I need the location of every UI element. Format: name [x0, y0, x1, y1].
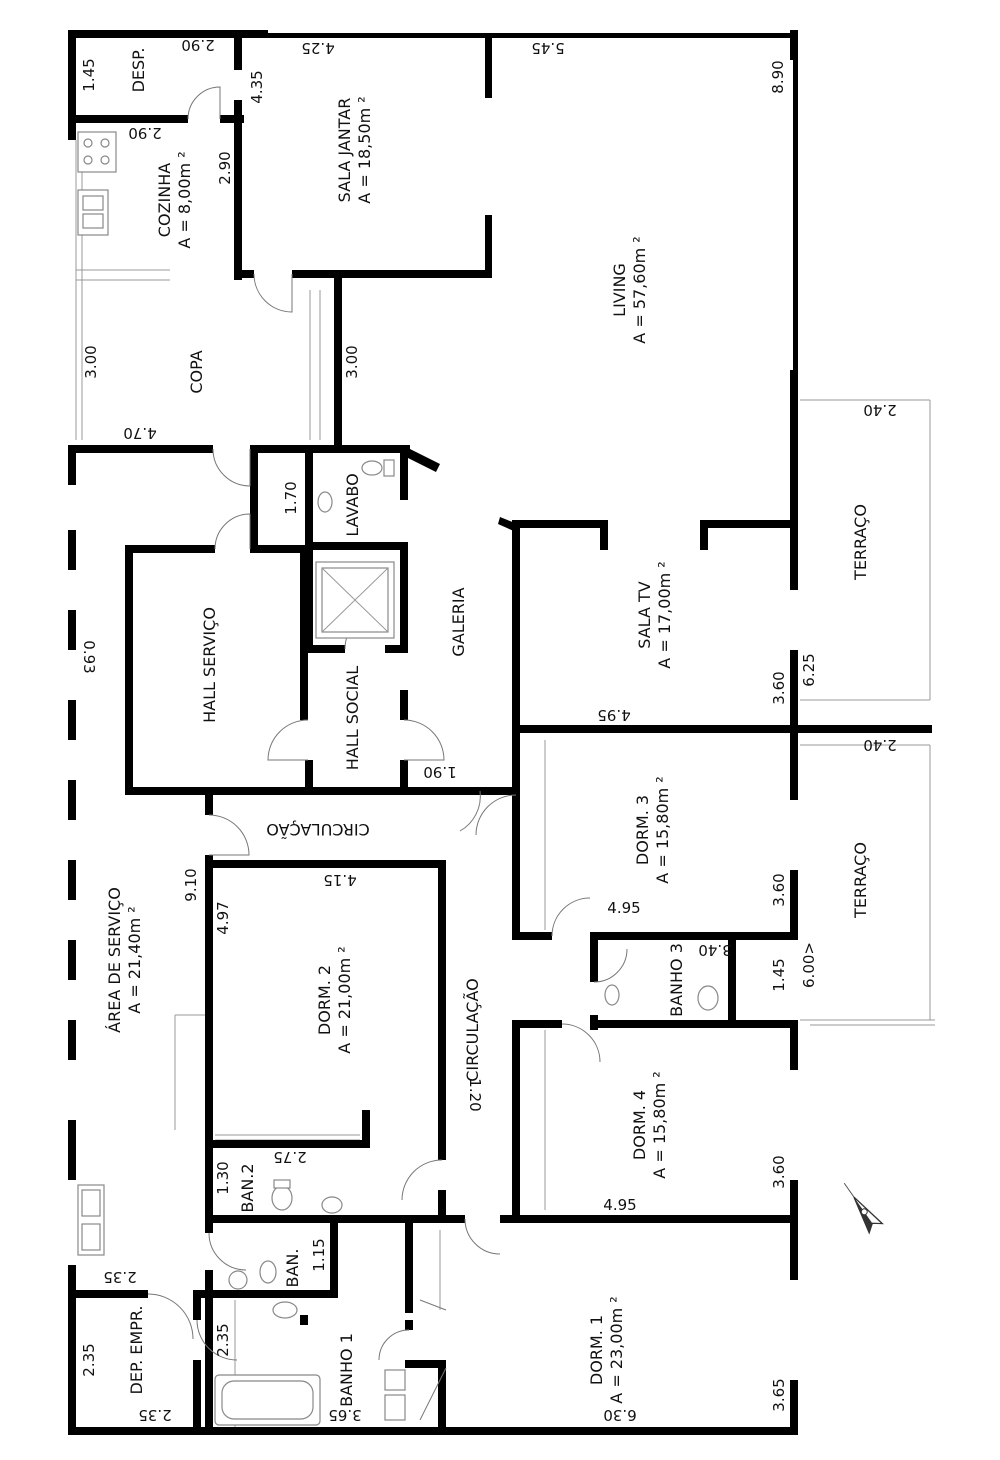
dim-4-70: 4.70 [123, 424, 156, 442]
dim-2-40-top: 2.40 [863, 401, 896, 419]
room-cozinha-label: COZINHA [155, 163, 174, 237]
dim-6-25: 6.25 [800, 653, 818, 686]
room-living-area: A = 57,60m ² [630, 236, 649, 343]
room-galeria-label: GALERIA [449, 587, 468, 656]
room-lavabo-label: LAVABO [343, 473, 362, 536]
stove-icon [77, 131, 117, 173]
dim-2-35-a: 2.35 [103, 1268, 136, 1286]
lavabo-sink-icon [317, 491, 333, 513]
dim-4-15: 4.15 [323, 871, 356, 889]
room-sala-tv-label: SALA TV [635, 581, 654, 648]
room-dorm3-area: A = 15,80m ² [653, 776, 672, 883]
banho1-fixtures-icon [272, 1301, 406, 1421]
dim-4-97: 4.97 [214, 901, 232, 934]
dim-9-10: 9.10 [182, 868, 200, 901]
dim-5-45: 5.45 [531, 39, 564, 57]
north-arrow-icon [843, 1182, 884, 1235]
dim-2-90-cozinha-vertical: 2.90 [216, 151, 234, 184]
room-terraco-1-label: TERRAÇO [851, 504, 870, 581]
banho3-toilet-icon [697, 985, 719, 1011]
dim-2-40-mid: 2.40 [863, 736, 896, 754]
room-terraco-2-label: TERRAÇO [851, 842, 870, 919]
room-dorm2-area: A = 21,00m ² [335, 946, 354, 1053]
room-dorm1-label: DORM. 1 [587, 1315, 606, 1385]
dim-0-93: 0.93 [80, 640, 98, 673]
dim-1-45-desp: 1.45 [80, 58, 98, 91]
room-dorm1-area: A = 23,00m ² [607, 1296, 626, 1403]
dimension-labels: 2.90 1.45 4.25 5.45 8.90 4.35 2.90 2.90 … [80, 36, 897, 1424]
dim-2-90-top: 2.90 [181, 36, 214, 54]
ban2-sink-icon [321, 1196, 343, 1214]
ban2-toilet-icon [271, 1179, 293, 1211]
dim-6-00: 6.00> [800, 942, 818, 988]
dim-2-35-c: 2.35 [214, 1323, 232, 1356]
room-area-servico-label: ÁREA DE SERVIÇO [105, 887, 124, 1033]
dim-1-70: 1.70 [282, 481, 300, 514]
room-living-label: LIVING [610, 263, 629, 317]
room-labels: DESP. COZINHA A = 8,00m ² SALA JANTAR A … [105, 48, 870, 1407]
dim-1-20: 1.20 [466, 1078, 484, 1111]
room-dorm3-label: DORM. 3 [633, 795, 652, 865]
dim-2-35-d: 2.35 [138, 1406, 171, 1424]
dim-3-00-copa: 3.00 [82, 345, 100, 378]
room-dorm4-area: A = 15,80m ² [650, 1071, 669, 1178]
room-dep-empr-label: DEP. EMPR. [127, 1306, 146, 1395]
door-swings [147, 86, 628, 1421]
dim-2-35-b: 2.35 [80, 1343, 98, 1376]
laundry-tanks-icon [77, 1184, 105, 1256]
dim-3-65-banho1: 3.65 [328, 1406, 361, 1424]
room-dorm4-label: DORM. 4 [630, 1090, 649, 1160]
room-sala-jantar-label: SALA JANTAR [335, 98, 354, 203]
lavabo-toilet-icon [361, 459, 395, 477]
fixtures [77, 131, 719, 1426]
dim-2-75: 2.75 [273, 1148, 306, 1166]
dim-8-90: 8.90 [769, 60, 787, 93]
room-hall-social-label: HALL SOCIAL [343, 666, 362, 770]
room-banho1-label: BANHO 1 [337, 1333, 356, 1407]
dim-1-45-banho3: 1.45 [770, 958, 788, 991]
dim-3-65-dorm1: 3.65 [770, 1378, 788, 1411]
room-ban-label: BAN. [283, 1249, 302, 1288]
room-banho3-label: BANHO 3 [667, 943, 686, 1017]
dim-4-25: 4.25 [301, 39, 334, 57]
dim-3-60-dorm4: 3.60 [770, 1155, 788, 1188]
room-circulacao-2-label: CIRCULAÇÃO [463, 978, 482, 1081]
dim-1-90: 1.90 [423, 763, 456, 781]
dim-2-90-cozinha: 2.90 [128, 124, 161, 142]
room-hall-servico-label: HALL SERVIÇO [200, 607, 219, 723]
dim-1-15: 1.15 [310, 1238, 328, 1271]
window-lines [75, 140, 935, 1430]
dim-4-95-dorm4: 4.95 [603, 1196, 636, 1214]
dim-3-60-tv: 3.60 [770, 671, 788, 704]
dim-4-35: 4.35 [248, 70, 266, 103]
elevator-shaft-icon [315, 561, 395, 639]
dim-3-40: 3.40 [698, 941, 731, 959]
banho3-sink-icon [604, 984, 620, 1006]
dim-3-00-mid: 3.00 [343, 345, 361, 378]
walls [68, 30, 932, 1435]
room-sala-jantar-area: A = 18,50m ² [355, 96, 374, 203]
dim-4-95-tv: 4.95 [597, 706, 630, 724]
room-sala-tv-area: A = 17,00m ² [655, 561, 674, 668]
room-area-servico-area: A = 21,40m ² [125, 906, 144, 1013]
room-copa-label: COPA [187, 350, 206, 393]
room-ban2-label: BAN.2 [238, 1163, 257, 1212]
room-dorm2-label: DORM. 2 [315, 965, 334, 1035]
dim-3-60-dorm3: 3.60 [770, 873, 788, 906]
room-circulacao-1-label: CIRCULAÇÃO [266, 820, 369, 839]
dim-4-95-dorm3: 4.95 [607, 899, 640, 917]
room-cozinha-area: A = 8,00m ² [175, 151, 194, 248]
dim-1-30: 1.30 [214, 1161, 232, 1194]
kitchen-sink-icon [77, 189, 109, 236]
dim-6-30: 6.30 [603, 1406, 636, 1424]
ban-toilet-icon [228, 1260, 277, 1290]
bathtub-icon [214, 1374, 321, 1426]
room-desp-label: DESP. [129, 48, 148, 93]
